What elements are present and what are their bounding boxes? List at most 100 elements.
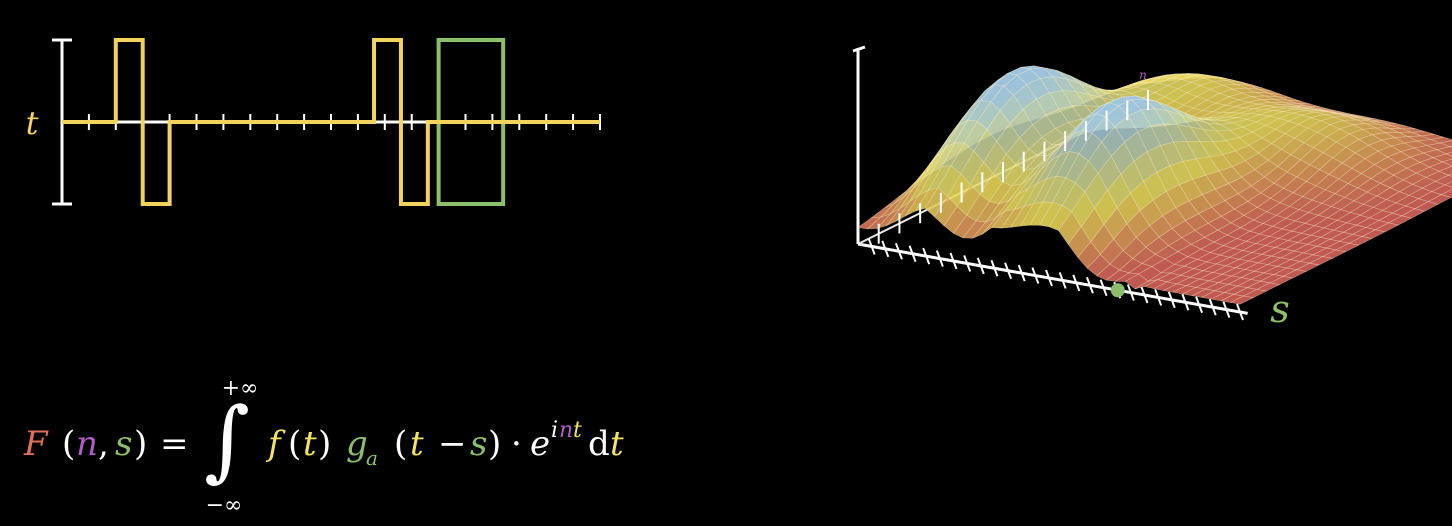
surface-cell: [1229, 295, 1255, 305]
surface-cell: [1445, 151, 1452, 157]
surface-s-tick: [1181, 293, 1190, 311]
surface-s-tick: [1017, 264, 1026, 282]
formula-exp-n: n: [559, 418, 573, 443]
formula-t2: t: [410, 424, 424, 464]
surface-s-tick: [1031, 267, 1040, 284]
formula-F: F: [23, 424, 49, 464]
formula-d: d: [588, 424, 610, 464]
formula-close-paren-2: ): [318, 424, 331, 464]
surface-s-tick: [1085, 276, 1094, 294]
surface-cell: [1295, 262, 1321, 272]
surface-cell: [1361, 229, 1386, 239]
surface-cell: [1387, 215, 1413, 226]
surface-cell: [1431, 184, 1452, 196]
formula-s2: s: [470, 424, 487, 464]
surface-s-tick: [963, 255, 972, 272]
surface-cell: [1427, 194, 1452, 205]
surface-cell: [1282, 269, 1307, 279]
formula-open-paren: (: [62, 424, 75, 464]
surface-cell: [1428, 161, 1452, 172]
formula-open-paren-2: (: [288, 424, 301, 464]
surface-cell: [1242, 289, 1268, 299]
surface-s-tick: [1236, 303, 1244, 321]
surface-ticks: [867, 90, 1244, 321]
surface-s-tick: [990, 259, 999, 277]
formula-exp-i: i: [551, 418, 558, 443]
surface-s-tick: [1099, 279, 1108, 297]
formula: F ( n , s ) = +∞ ∫ −∞ f ( t ) g a ( t − …: [23, 376, 624, 518]
svg-text:f ( t ): f ( t ) g: [265, 424, 368, 464]
surface-cell: [1269, 275, 1294, 285]
surface-cell: [1334, 242, 1360, 253]
formula-s: s: [115, 424, 132, 464]
n-axis-label: n: [1139, 68, 1147, 82]
surface-cell: [1255, 282, 1281, 292]
formula-g: g: [346, 424, 368, 464]
surface-z-cap: [852, 45, 866, 53]
signal-path: [62, 38, 600, 206]
surface-cell: [1434, 174, 1452, 186]
surface-s-tick: [1195, 296, 1204, 314]
s-axis-label: s: [1270, 287, 1290, 331]
surface-s-tick: [1154, 289, 1163, 306]
surface-cell: [1400, 208, 1426, 219]
surface-s-tick: [908, 245, 917, 263]
surface-s-tick: [1072, 274, 1081, 292]
surface-cell: [1374, 222, 1400, 233]
surface-cell: [1438, 165, 1452, 176]
formula-upper-limit: +∞: [222, 376, 259, 401]
formula-close-paren: ): [134, 424, 147, 464]
surface-plot: s n: [852, 45, 1452, 331]
svg-text:d t: d t: [588, 424, 624, 464]
surface-s-tick: [881, 240, 890, 258]
signal-wave: [62, 38, 600, 206]
surface-s-tick: [1004, 262, 1013, 280]
surface-s-tick: [1208, 298, 1217, 316]
surface-cell: [1444, 181, 1452, 188]
formula-open-paren-3: (: [394, 424, 407, 464]
formula-minus: −: [438, 424, 467, 464]
formula-t3: t: [610, 424, 624, 464]
surface-cell: [1414, 201, 1439, 212]
surface-s-tick: [935, 250, 944, 267]
surface-cell: [1440, 188, 1452, 198]
surface-s-tick: [1126, 284, 1135, 301]
formula-f: f: [265, 424, 286, 464]
surface-s-tick: [1058, 272, 1067, 289]
formula-g-subscript: a: [366, 446, 378, 470]
surface-cell: [1348, 236, 1373, 246]
surface-cell: [1321, 249, 1347, 259]
formula-t1: t: [303, 424, 317, 464]
formula-equals: =: [160, 424, 189, 464]
svg-text:F ( n ,: F ( n , s ) =: [23, 424, 189, 464]
surface-mesh: [857, 65, 1452, 305]
s-marker: [1110, 283, 1125, 298]
surface-cell: [1435, 146, 1452, 155]
formula-close-paren-3: ): [488, 424, 501, 464]
surface-s-tick: [1045, 269, 1053, 287]
formula-n: n: [76, 424, 98, 464]
surface-s-tick: [1222, 301, 1231, 318]
surface-s-tick: [976, 257, 985, 275]
signal-plot: t: [26, 38, 601, 206]
surface-cell: [1432, 153, 1452, 163]
formula-comma: ,: [98, 424, 109, 464]
surface-s-tick: [1167, 291, 1176, 309]
formula-dot: ·: [511, 424, 522, 464]
formula-e: e: [530, 424, 550, 464]
surface-cell: [1447, 173, 1452, 177]
formula-exp-t: t: [573, 418, 582, 443]
formula-integral: ∫: [204, 388, 250, 491]
surface-s-axis: [857, 242, 1248, 315]
surface-cell: [1429, 136, 1452, 144]
surface-s-tick: [922, 247, 931, 265]
svg-text:( t − s: ( t − s ) · e: [394, 424, 550, 464]
surface-s-tick: [867, 238, 876, 255]
t-axis-label: t: [26, 104, 39, 142]
surface-s-tick: [894, 242, 903, 260]
surface-s-tick: [949, 252, 958, 270]
surface-cell: [1439, 140, 1452, 147]
surface-s-tick: [1140, 286, 1149, 304]
formula-lower-limit: −∞: [206, 493, 243, 518]
